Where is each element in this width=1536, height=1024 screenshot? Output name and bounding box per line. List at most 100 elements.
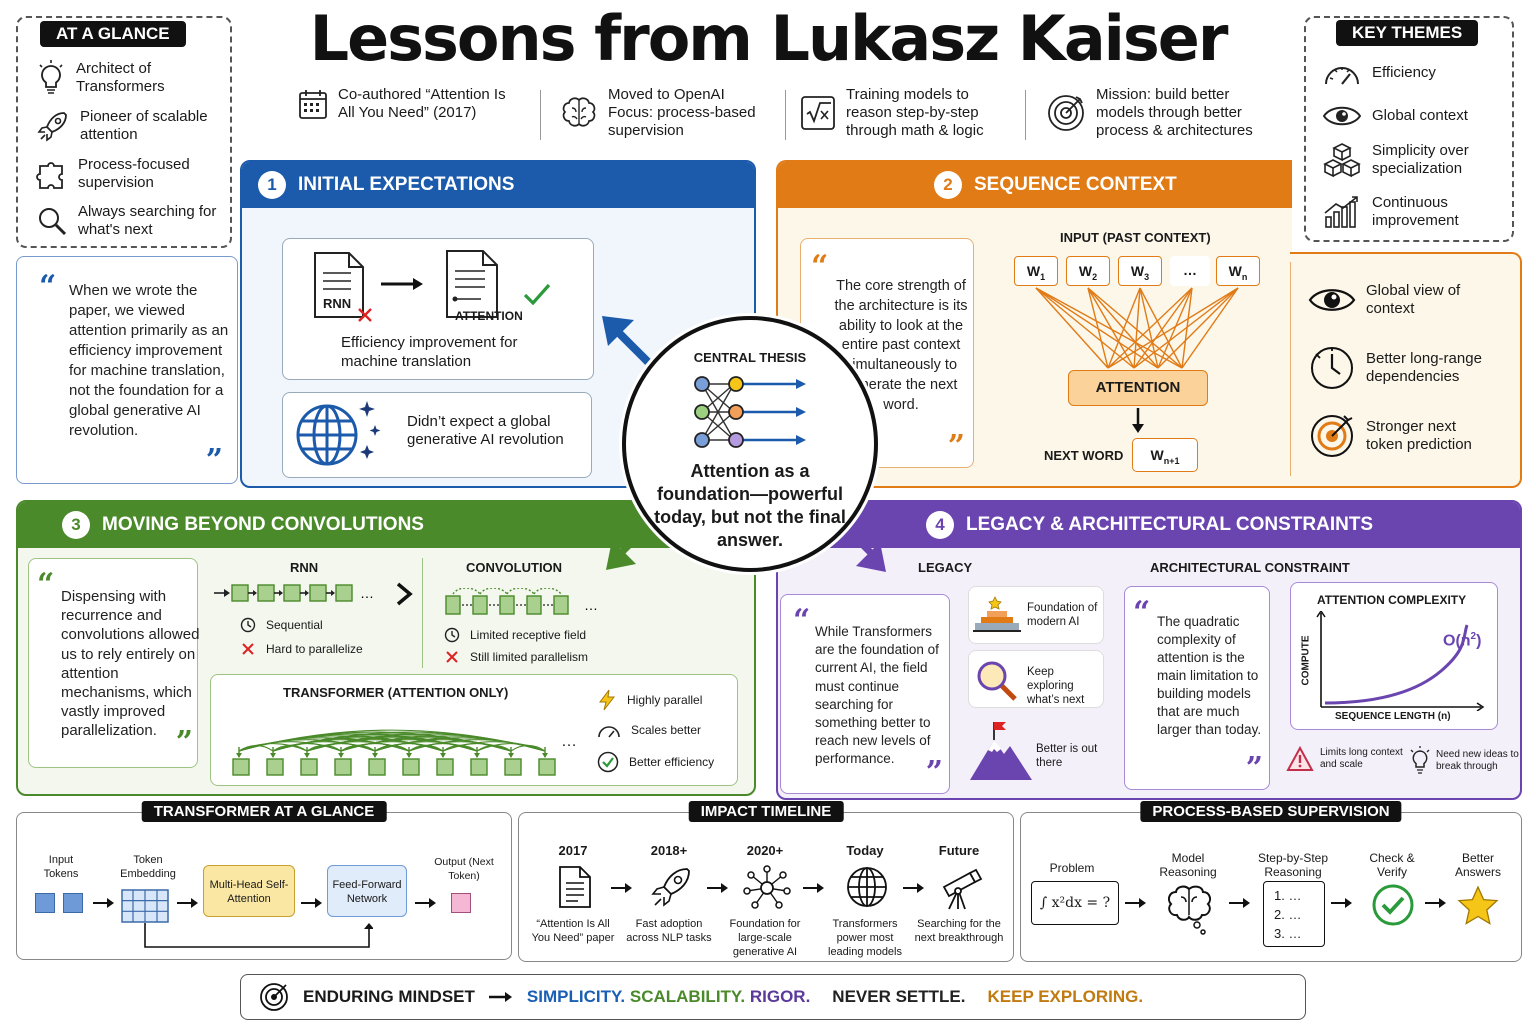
s2-quote-card: “ The core strength of the architecture … [800,238,974,468]
attention-document-icon [446,250,498,318]
s2-next-word-label: NEXT WORD [1044,448,1124,463]
arrow-right-icon [1125,898,1146,908]
pbs-problem-label: Problem [1049,861,1095,875]
section-legacy-constraints: 4 LEGACY & ARCHITECTURAL CONSTRAINTS LEG… [776,500,1522,800]
note-1: Limits long context and scale [1320,747,1403,770]
rnn-label: RNN [323,296,352,311]
s2-benefits-divider [1290,262,1291,476]
s4-title: LEGACY & ARCHITECTURAL CONSTRAINTS [966,514,1374,535]
arrow-right-icon [177,898,198,908]
s2-number: 2 [934,171,962,199]
token-cell [266,758,284,776]
s1-translation-card: RNN ATTENTION Efficiency improvement for… [282,238,594,380]
s3-divider [422,558,423,668]
cross-icon [358,308,372,322]
target-icon [260,983,288,1011]
pbs-steps-label: Step-by-Step Reasoning [1257,851,1329,879]
puzzle-icon [36,162,63,189]
theme-label-3: Simplicity over specialization [1372,142,1469,177]
document-icon [551,865,599,913]
conv-pro-2: Still limited parallelism [470,650,589,664]
timeline-year: 2017 [558,843,588,858]
s3-quote: Dispensing with recurrence and convoluti… [61,588,200,740]
conv-pro-1: Limited receptive field [470,628,587,642]
s3-title: MOVING BEYOND CONVOLUTIONS [102,514,424,535]
token-wn: Wn [1216,256,1260,286]
network-icon [743,865,791,913]
magnifier-icon [39,208,67,236]
conv-cell [553,595,569,615]
rnn-document-icon [314,252,364,318]
thesis-arrow-green [606,519,655,570]
timeline-year: 2020+ [746,843,784,858]
close-quote-icon: ” [947,429,965,464]
sparkle-icon [359,401,381,459]
s2-quote: The core strength of the architecture is… [834,278,968,413]
thesis-arrow-purple [839,521,886,572]
token-cell [334,758,352,776]
timeline-item: 2018+Fast adoption across NLP tasks [626,841,711,959]
brain-thinking-icon [1167,885,1212,935]
clock-icon [240,617,256,633]
at-a-glance-tag: AT A GLANCE [40,21,186,47]
complexity-chart-card: ATTENTION COMPLEXITY COMPUTE O(n2) SEQUE… [1290,582,1498,730]
conv-cell [472,595,488,615]
timeline-year: Today [846,843,884,858]
attention-line [1087,287,1159,369]
check-icon [523,283,551,305]
fact-training: Training models to reason step-by-step t… [800,86,1015,140]
pbs-step-2: 2. … [1274,907,1302,922]
s4-constraint-quote-card: “ The quadratic complexity of attention … [1124,586,1270,790]
s4-legacy-quote: While Transformers are the foundation of… [815,624,939,767]
attention-connections [1035,287,1239,369]
attention-line [1087,287,1109,369]
gauge-icon [1325,67,1359,85]
impact-timeline-tag: IMPACT TIMELINE [688,801,844,822]
check-circle-icon [597,751,619,773]
token-cell [504,758,522,776]
s4-legacy-quote-card: “ While Transformers are the foundation … [780,594,950,794]
arrow-right-icon [415,898,436,908]
timeline-year: 2018+ [650,843,688,858]
rnn-cell [231,584,249,602]
tg-ffn-box: Feed-Forward Network [327,865,407,917]
rnn-pro-2: Hard to parallelize [266,642,363,656]
section-beyond-convolutions: 3 MOVING BEYOND CONVOLUTIONS “ Dispensin… [16,500,756,796]
input-token-2 [63,893,83,913]
telescope-icon [937,865,985,913]
arrow-right-icon [1331,898,1352,908]
transformer-card: TRANSFORMER (ATTENTION ONLY) … Highly pa… [210,674,738,786]
theme-label-1: Efficiency [1372,64,1436,81]
thesis-label: CENTRAL THESIS [693,350,807,365]
svg-text:…: … [584,597,598,613]
s1-quote: When we wrote the paper, we viewed atten… [69,282,229,439]
s4-constraint-label: ARCHITECTURAL CONSTRAINT [1150,560,1350,575]
pbs-panel: PROCESS-BASED SUPERVISION Problem ∫ x²dx… [1020,801,1522,962]
pbs-verify-label: Check & Verify [1369,851,1415,879]
arrow-right-icon [381,278,423,290]
mindset-scalability: SCALABILITY. [629,987,746,1006]
open-quote-icon: “ [1133,595,1151,630]
legacy-foundation-card: Foundation of modern AI [968,586,1104,644]
benefit-label-2: Better long-range dependencies [1366,350,1482,385]
s1-header: 1 INITIAL EXPECTATIONS [242,162,754,208]
star-icon [1457,885,1499,925]
note-2: Need new ideas to break through [1436,749,1519,772]
tg-output-label: Output (Next Token) [434,856,494,882]
theme-label-2: Global context [1372,107,1468,124]
lightbulb-icon [1410,746,1430,774]
globe-icon [843,865,891,913]
s4-constraint-quote: The quadratic complexity of attention is… [1157,614,1262,737]
attention-line [1133,287,1193,369]
open-quote-icon: “ [37,567,55,602]
benefit-global-view: Global view of context [1308,282,1508,318]
pbs-answers-label: Better Answers [1454,851,1501,879]
transformer-glance-panel: TRANSFORMER AT A GLANCE Input Tokens Tok… [16,801,512,960]
attention-line [1139,287,1183,369]
rnn-sequential: Sequential [240,616,323,634]
cross-icon [446,651,458,663]
legacy-explore-card: Keep exploring what’s next [968,650,1104,708]
rnn-hard-parallel: Hard to parallelize [240,640,363,658]
timeline-year: Future [938,843,980,858]
